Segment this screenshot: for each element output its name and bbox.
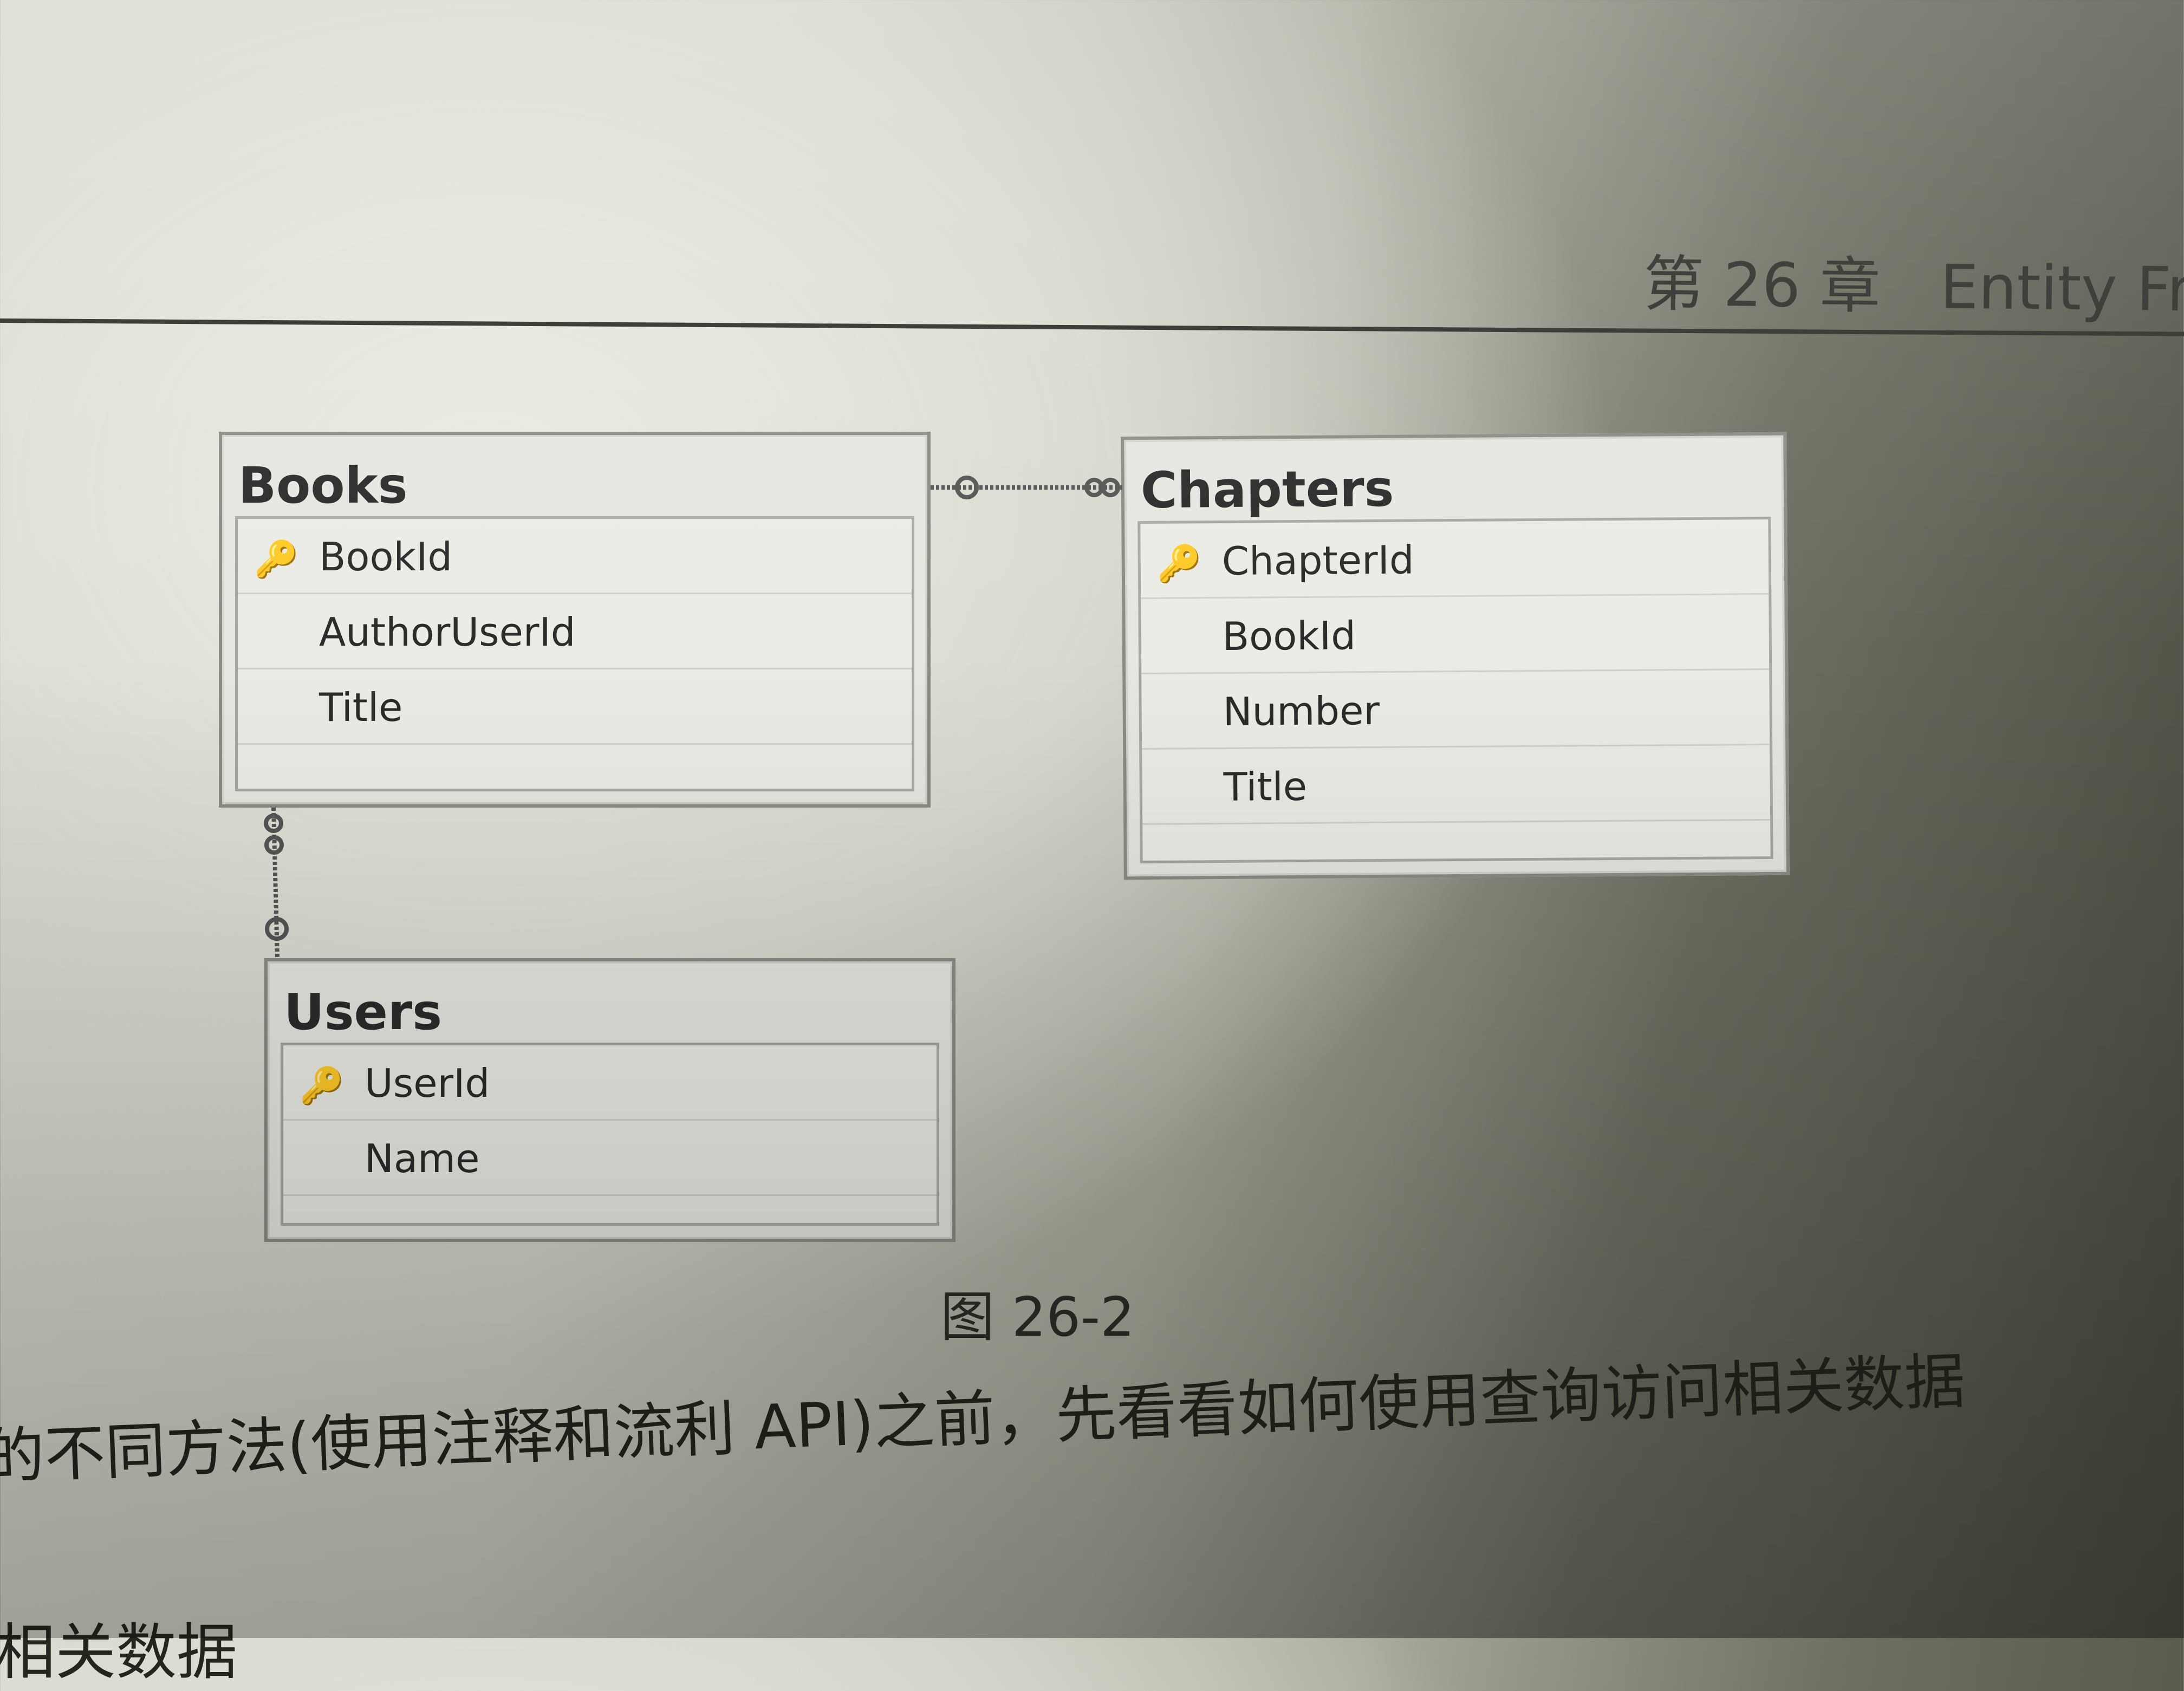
field-row: Title xyxy=(238,669,912,745)
section-heading: 相关数据 xyxy=(0,1617,237,1688)
field-name: UserId xyxy=(365,1061,490,1106)
field-name: AuthorUserId xyxy=(319,609,576,655)
table-users: Users 🔑 UserId Name xyxy=(264,958,955,1242)
field-name: BookId xyxy=(319,534,453,580)
primary-key-icon: 🔑 xyxy=(300,1065,344,1107)
table-title: Books xyxy=(238,457,408,515)
books-chapters-connector xyxy=(931,476,1122,499)
field-row: Name xyxy=(283,1121,937,1196)
table-books: Books 🔑 BookId AuthorUserId Title xyxy=(219,432,931,808)
field-name: Title xyxy=(319,685,403,730)
field-row: 🔑 UserId xyxy=(283,1045,937,1121)
primary-key-icon: 🔑 xyxy=(254,538,299,580)
field-row: AuthorUserId xyxy=(238,594,912,669)
users-books-connector xyxy=(264,807,289,959)
field-row: 🔑 BookId xyxy=(238,519,912,594)
field-name: Name xyxy=(365,1136,480,1181)
table-title: Users xyxy=(284,983,442,1041)
figure-caption: 图 26-2 xyxy=(940,1285,1135,1349)
relationship-lines xyxy=(264,476,1122,959)
